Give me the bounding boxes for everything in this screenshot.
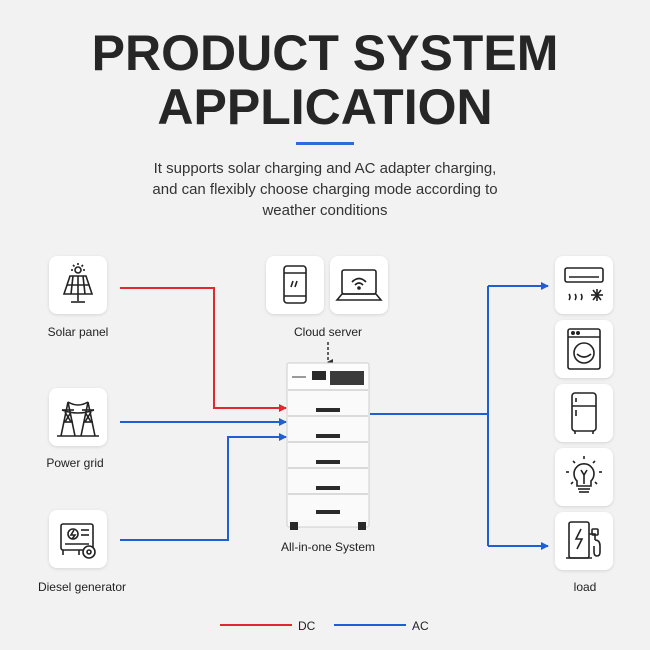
air-conditioner-icon — [564, 267, 604, 301]
load-ac-card — [555, 256, 613, 314]
power-grid-card — [49, 388, 107, 446]
ev-charger-icon — [566, 521, 601, 559]
solar-dc-line — [120, 287, 287, 412]
load-ev-card — [555, 512, 613, 570]
solar-panel-card — [49, 256, 107, 314]
legend-dc-label: DC — [298, 619, 316, 633]
legend-ac-label: AC — [412, 619, 429, 633]
generator-icon — [60, 523, 96, 559]
phone-card — [266, 256, 324, 314]
smartphone-icon — [283, 265, 307, 304]
title-divider — [296, 142, 354, 145]
diesel-ac-line — [120, 433, 287, 541]
light-bulb-icon — [566, 456, 602, 493]
subtitle-line2: and can flexibly choose charging mode ac… — [152, 181, 498, 198]
load-washer-card — [555, 320, 613, 378]
load-label: load — [573, 580, 597, 594]
all-in-one-system-unit — [286, 362, 370, 530]
page-title-line1: PRODUCT SYSTEM — [91, 25, 559, 81]
subtitle-line3: weather conditions — [262, 202, 388, 219]
system-label: All-in-one System — [280, 540, 376, 554]
solar-panel-label: Solar panel — [47, 325, 109, 339]
subtitle-line1: It supports solar charging and AC adapte… — [153, 160, 497, 177]
solar-panel-icon — [62, 263, 94, 303]
load-fridge-card — [555, 384, 613, 442]
cloud-server-label: Cloud server — [293, 325, 363, 339]
diesel-generator-label: Diesel generator — [37, 580, 127, 594]
load-bulb-card — [555, 448, 613, 506]
power-tower-icon — [57, 401, 99, 437]
page-title-line2: APPLICATION — [157, 79, 493, 135]
diesel-generator-card — [49, 510, 107, 568]
washing-machine-icon — [567, 328, 601, 370]
laptop-card — [330, 256, 388, 314]
refrigerator-icon — [571, 392, 597, 434]
laptop-wifi-icon — [335, 269, 383, 301]
power-grid-label: Power grid — [46, 456, 104, 470]
